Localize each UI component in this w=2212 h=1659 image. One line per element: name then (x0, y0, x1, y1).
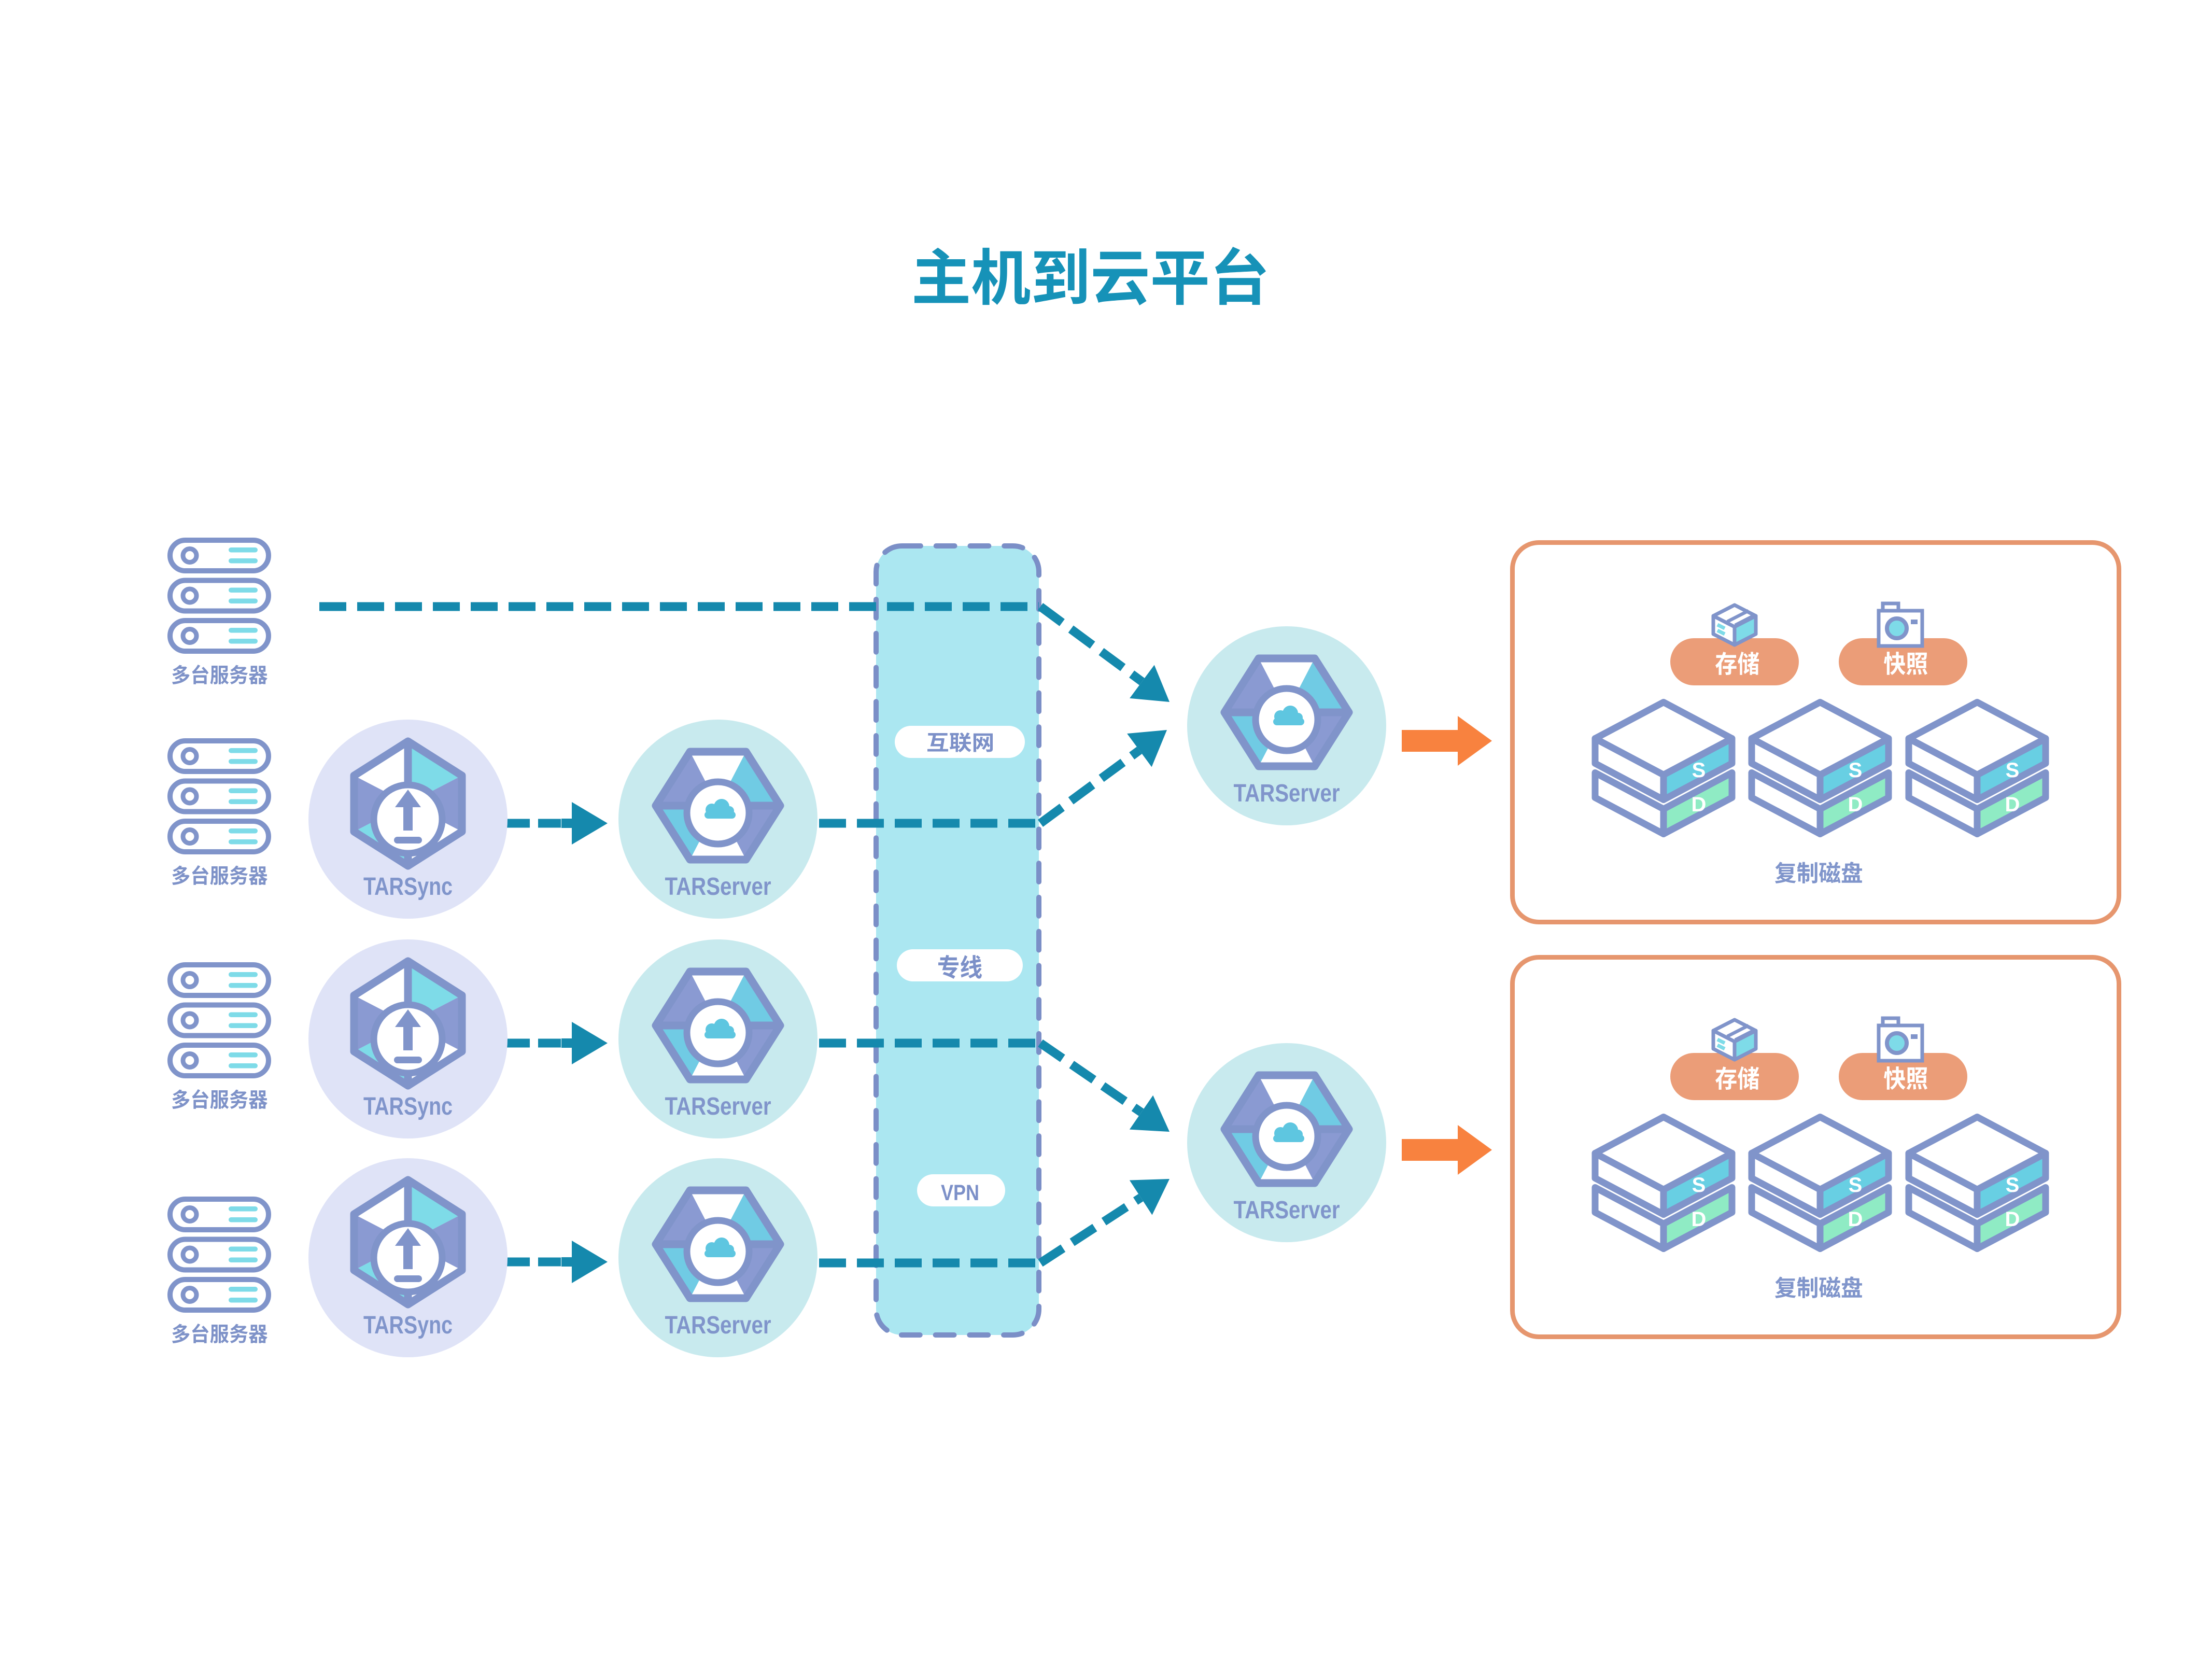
svg-text:TARSync: TARSync (363, 1312, 453, 1339)
svg-text:TARServer: TARServer (1234, 1197, 1340, 1224)
svg-text:TARSync: TARSync (363, 873, 453, 901)
svg-text:TARSync: TARSync (363, 1093, 453, 1120)
svg-text:TARServer: TARServer (1234, 780, 1340, 807)
svg-text:TARServer: TARServer (665, 873, 771, 901)
svg-text:TARServer: TARServer (665, 1093, 771, 1120)
svg-text:VPN: VPN (941, 1180, 979, 1205)
svg-text:TARServer: TARServer (665, 1312, 771, 1339)
